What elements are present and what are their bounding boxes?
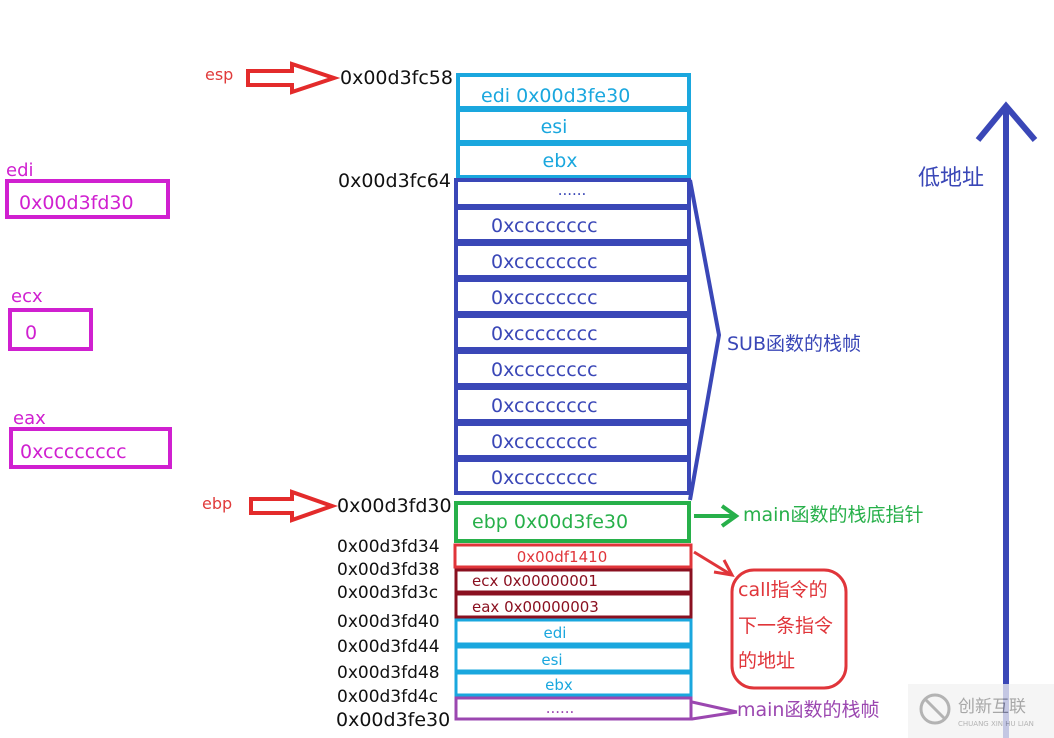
up-arrow-icon (975, 101, 1038, 142)
call-next-line1: call指令的 (738, 579, 828, 601)
stack-saved-eax: eax 0x00000003 (472, 598, 599, 616)
address-fd34: 0x00d3fd34 (337, 537, 440, 557)
watermark-text: 创新互联 (958, 697, 1026, 717)
ebp-pointer: ebp 0x00d3fd30 (202, 489, 452, 523)
watermark: 创新互联 CHUANG XIN HU LIAN (908, 684, 1054, 738)
stack-saved-ecx: ecx 0x00000001 (472, 572, 598, 590)
stack-sub-dots: ...... (558, 181, 587, 199)
stack-sub-cell-value: 0xcccccccc (491, 359, 598, 381)
stack-cell-edi: edi 0x00d3fe30 (481, 85, 630, 107)
ebp-arrow-icon (249, 489, 339, 523)
stack-sub-cell (454, 422, 691, 459)
stack-sub-frame: ...... 0xcccccccc 0xcccccccc 0xcccccccc 0xc… (454, 178, 691, 495)
esp-label: esp (205, 65, 233, 84)
esp-address: 0x00d3fc58 (340, 67, 453, 89)
esp-pointer: esp 0x00d3fc58 (205, 61, 453, 95)
stack-cell-ebx: ebx (543, 150, 578, 172)
stack-sub-cell (454, 458, 691, 495)
ebp-address: 0x00d3fd30 (337, 495, 452, 517)
register-edi: edi 0x00d3fd30 (5, 160, 170, 219)
main-frame-annotation: main函数的栈帧 (691, 699, 879, 721)
register-eax-label: eax (13, 408, 46, 429)
stack-saved-regs: ecx 0x00000001 eax 0x00000003 (454, 568, 693, 619)
main-frame-label: main函数的栈帧 (737, 699, 879, 721)
stack-bottom-ebx: ebx (545, 676, 573, 694)
main-ebp-annotation: main函数的栈底指针 (694, 504, 923, 528)
stack-return-address: 0x00df1410 (453, 543, 693, 569)
address-fd38: 0x00d3fd38 (337, 560, 440, 580)
address-fd4c: 0x00d3fd4c (337, 687, 438, 707)
ebp-label: ebp (202, 494, 232, 513)
address-fd48: 0x00d3fd48 (337, 663, 440, 683)
call-next-annotation: call指令的 下一条指令 的地址 (693, 550, 848, 690)
call-next-line2: 下一条指令 (738, 615, 833, 637)
register-ecx-label: ecx (11, 286, 43, 307)
watermark-subtext: CHUANG XIN HU LIAN (958, 720, 1034, 728)
call-next-line3: 的地址 (738, 650, 795, 672)
low-address-indicator: 低地址 (918, 101, 1038, 738)
stack-sub-cell (454, 278, 691, 315)
stack-ebp-value: ebp 0x00d3fe30 (472, 511, 628, 533)
stack-bottom-esi: esi (541, 651, 562, 669)
stack-sub-cell (454, 242, 691, 279)
stack-sub-cell-value: 0xcccccccc (491, 251, 598, 273)
stack-sub-cell-value: 0xcccccccc (491, 467, 598, 489)
stack-main-dots: ...... (546, 699, 575, 717)
address-fe30: 0x00d3fe30 (336, 709, 450, 731)
stack-cell-esi: esi (541, 116, 568, 138)
register-ecx: ecx 0 (8, 286, 93, 351)
stack-return-value: 0x00df1410 (517, 548, 607, 566)
stack-sub-cell (454, 350, 691, 387)
stack-sub-cell (454, 386, 691, 423)
register-eax: eax 0xcccccccc (9, 408, 172, 469)
register-ecx-value: 0 (25, 322, 37, 344)
main-ebp-label: main函数的栈底指针 (743, 504, 923, 526)
esp-arrow-icon (246, 61, 341, 95)
stack-ebp-cell: ebp 0x00d3fe30 (454, 501, 691, 543)
stack-sub-cell (454, 206, 691, 243)
register-eax-value: 0xcccccccc (20, 441, 127, 463)
sub-frame-brace: SUB函数的栈帧 (688, 179, 861, 501)
stack-sub-cell-value: 0xcccccccc (491, 287, 598, 309)
stack-sub-cell-value: 0xcccccccc (491, 323, 598, 345)
watermark-logo-icon (919, 693, 951, 725)
address-fd40: 0x00d3fd40 (337, 612, 440, 632)
stack-bottom-regs: edi esi ebx (454, 618, 693, 697)
address-fd44: 0x00d3fd44 (337, 637, 440, 657)
stack-sub-cell-value: 0xcccccccc (491, 215, 598, 237)
sub-frame-label: SUB函数的栈帧 (727, 333, 861, 355)
stack-sub-cell-value: 0xcccccccc (491, 395, 598, 417)
low-address-label: 低地址 (918, 166, 984, 191)
stack-main-frame: ...... (454, 696, 693, 721)
stack-sub-cell-value: 0xcccccccc (491, 431, 598, 453)
address-fc64: 0x00d3fc64 (338, 170, 451, 192)
address-fd3c: 0x00d3fd3c (337, 583, 438, 603)
register-edi-label: edi (6, 160, 34, 181)
register-edi-value: 0x00d3fd30 (19, 192, 134, 214)
stack-sub-cell (454, 314, 691, 351)
stack-top-regs: edi 0x00d3fe30 esi ebx (456, 73, 691, 179)
stack-bottom-edi: edi (544, 624, 567, 642)
